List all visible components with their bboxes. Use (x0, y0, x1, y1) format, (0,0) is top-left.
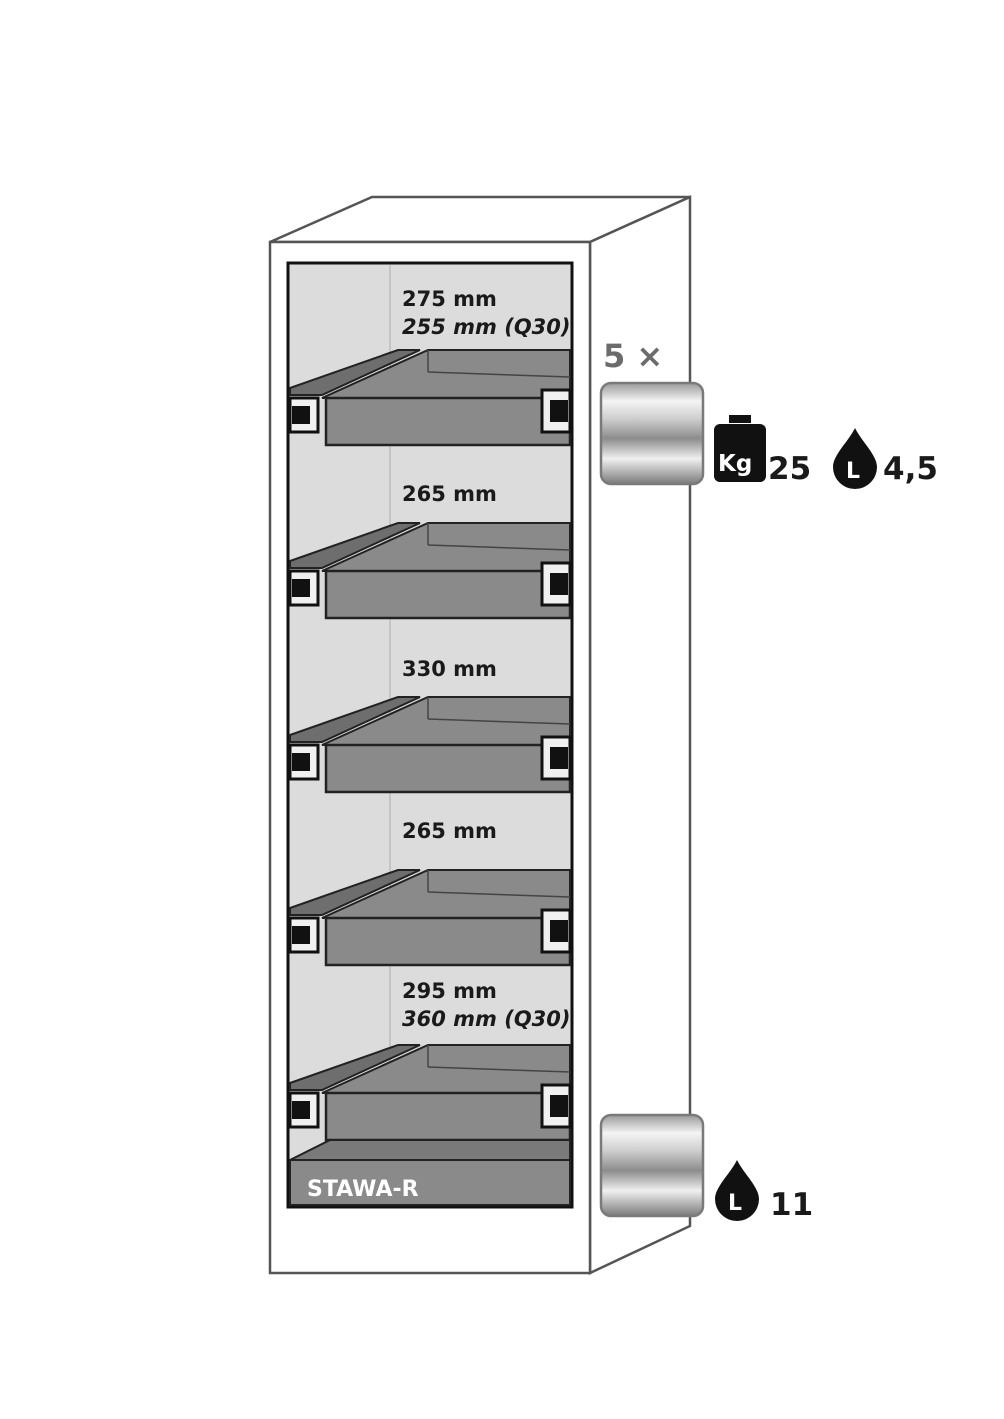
shelf-4-height-label: 265 mm (402, 819, 497, 843)
shelf-4-tray-front (324, 916, 572, 967)
shelf-2-left-bracket-slot (292, 579, 310, 597)
shelf-5-alt-height-label: 360 mm (Q30) (402, 1007, 571, 1031)
shelf-trays (288, 349, 572, 1142)
shelf-3-height-label: 330 mm (402, 657, 497, 681)
bottom-sump-front (289, 1159, 571, 1206)
base-label: STAWA-R (307, 1177, 419, 1202)
sump-spec-legend: L 11 (599, 1113, 813, 1223)
shelf-5-height-label: 295 mm (402, 979, 497, 1003)
shelf-3-tray-front (324, 743, 572, 794)
shelf-2-height-label: 265 mm (402, 482, 497, 506)
shelf-4-left-bracket-slot (292, 926, 310, 944)
shelf-spec-legend: 5 × Kg 25 L 4,5 (599, 337, 938, 489)
shelf-1-tray-front (324, 396, 572, 447)
shelf-4-tray-floor-line (427, 891, 571, 898)
shelf-1-left-bracket-slot (292, 406, 310, 424)
shelf-tray-icon (599, 381, 705, 486)
bottom-sump-top (289, 1139, 571, 1161)
sump-liter-value: 11 (770, 1187, 813, 1223)
shelf-5-right-bracket-slot (550, 1095, 568, 1117)
bottom-sump: STAWA-R (289, 1139, 571, 1206)
liter-value: 4,5 (883, 451, 938, 487)
sump-liter-badge-text: L (728, 1191, 742, 1216)
shelf-3-tray-floor-line (427, 718, 571, 725)
shelf-1-tray-floor-line (427, 371, 571, 378)
weight-icon (714, 415, 766, 482)
liter-drop-icon (833, 428, 877, 489)
shelf-2-left-rail (289, 522, 421, 569)
shelf-2-left-bracket (288, 569, 320, 607)
shelf-2-tray-front (324, 569, 572, 620)
liter-badge-text: L (846, 459, 860, 484)
shelf-3-right-bracket-slot (550, 747, 568, 769)
shelf-5-left-bracket-slot (292, 1101, 310, 1119)
shelf-1-right-bracket-slot (550, 400, 568, 422)
shelf-5-tray-floor-line (427, 1066, 571, 1073)
shelf-3-left-rail (289, 696, 421, 743)
weight-value: 25 (768, 451, 811, 487)
shelf-2-right-bracket-slot (550, 573, 568, 595)
shelf-labels: 275 mm 255 mm (Q30) 265 mm 330 mm 265 mm… (402, 287, 571, 1031)
shelf-4-right-bracket-slot (550, 920, 568, 942)
shelf-5-left-rail (289, 1044, 421, 1091)
shelf-2-tray-floor-line (427, 544, 571, 551)
shelf-4-left-rail (289, 869, 421, 916)
shelf-5-tray-front (324, 1091, 572, 1142)
shelf-count-label: 5 × (603, 337, 663, 375)
weight-badge-text: Kg (718, 451, 752, 477)
shelf-1-alt-height-label: 255 mm (Q30) (402, 315, 571, 339)
sump-tray-icon (599, 1113, 705, 1218)
shelf-1-height-label: 275 mm (402, 287, 497, 311)
sump-liter-drop-icon (715, 1160, 759, 1221)
shelf-1-left-rail (289, 349, 421, 396)
shelf-3-left-bracket-slot (292, 753, 310, 771)
